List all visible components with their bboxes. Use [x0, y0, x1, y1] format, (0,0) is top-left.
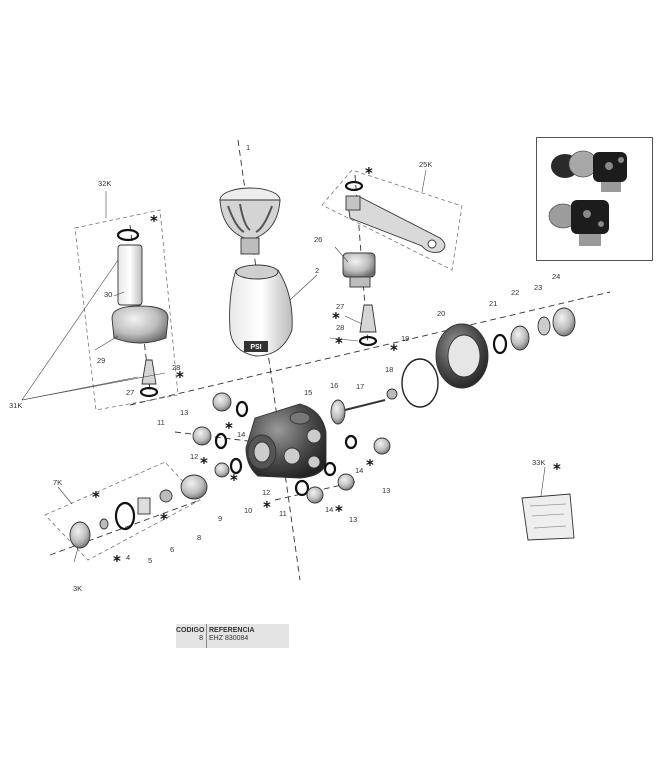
part-label: 28 — [172, 363, 180, 372]
code-reference-table: CODIGO 8 REFERENCIA EHZ 830084 — [176, 624, 289, 648]
asterisk-marker: * — [335, 502, 343, 520]
part-label: 1 — [246, 143, 250, 152]
asterisk-markers: * * * * * * * * * * * * * * * * — [92, 164, 561, 570]
kit-box-25k — [321, 169, 463, 271]
asterisk-marker: * — [230, 471, 238, 489]
part-label: 12 — [190, 452, 198, 461]
part-label: 25K — [419, 160, 432, 169]
part-label: 9 — [218, 514, 222, 523]
reference-value: EHZ 830084 — [209, 635, 249, 642]
asterisk-marker: * — [332, 309, 340, 327]
part-label: 27 — [126, 388, 134, 397]
right-ports — [294, 434, 391, 504]
part-label: 3K — [73, 584, 82, 593]
part-label: 27 — [336, 302, 344, 311]
product-photo-inset — [536, 137, 653, 261]
asterisk-marker: * — [92, 488, 100, 506]
part-label: 22 — [511, 288, 519, 297]
axis-main-diagonal — [129, 291, 611, 406]
psi-marking: PSI — [250, 344, 261, 351]
asterisk-marker: * — [553, 460, 561, 478]
part-label: 10 — [244, 506, 252, 515]
axis-left-ports — [174, 431, 281, 446]
valve-photo-illustration — [548, 150, 627, 246]
part-21-24-seat — [492, 307, 576, 355]
asterisk-marker: * — [263, 498, 271, 516]
part-label: 5 — [148, 556, 152, 565]
lower-left-kit — [69, 474, 208, 549]
part-26-nut — [342, 252, 376, 288]
part-label: 2 — [315, 266, 319, 275]
asterisk-marker: * — [176, 368, 184, 386]
asterisk-marker: * — [365, 164, 373, 182]
asterisk-marker: * — [150, 212, 158, 230]
part-label: 18 — [385, 365, 393, 374]
part-label: 17 — [356, 382, 364, 391]
part-labels: 1 2 4 5 6 8 9 10 11 11 12 12 13 13 13 14… — [9, 143, 560, 593]
part-label: 15 — [304, 388, 312, 397]
part-label: 11 — [279, 509, 287, 518]
part-33k-bag — [521, 493, 575, 541]
part-label: 26 — [314, 235, 322, 244]
part-label: 29 — [97, 356, 105, 365]
part-label: 16 — [330, 381, 338, 390]
kit-box-7k — [44, 461, 201, 561]
asterisk-marker: * — [225, 419, 233, 437]
part-label: 21 — [489, 299, 497, 308]
asterisk-marker: * — [113, 552, 121, 570]
code-value: 8 — [199, 635, 203, 642]
part-label: 20 — [437, 309, 445, 318]
part-label: 14 — [325, 505, 333, 514]
asterisk-marker: * — [160, 510, 168, 528]
part-16-19-stem — [330, 358, 439, 425]
part-25k-yoke — [344, 180, 446, 253]
asterisk-marker: * — [200, 454, 208, 472]
part-label: 32K — [98, 179, 111, 188]
leader-lines — [21, 169, 546, 563]
part-label: 12 — [262, 488, 270, 497]
part-label: 6 — [170, 545, 174, 554]
reference-column: REFERENCIA EHZ 830084 — [209, 624, 289, 648]
code-column: CODIGO 8 — [176, 624, 207, 648]
part-label: 19 — [401, 334, 409, 343]
part-15-valve-body — [245, 403, 327, 479]
part-label: 23 — [534, 283, 542, 292]
part-2-bonnet: PSI — [229, 264, 293, 357]
part-32k-din — [111, 228, 169, 398]
part-label: 14 — [237, 430, 245, 439]
kit-box-32k — [74, 209, 179, 411]
part-label: 31K — [9, 401, 22, 410]
reference-header: REFERENCIA — [209, 627, 255, 634]
axis-lower-left — [49, 499, 201, 556]
asterisk-marker: * — [390, 341, 398, 359]
part-1-handwheel — [219, 187, 281, 255]
part-label: 24 — [552, 272, 560, 281]
part-label: 30 — [104, 290, 112, 299]
asterisk-marker: * — [335, 334, 343, 352]
part-label: 11 — [157, 418, 165, 427]
part-label: 33K — [532, 458, 545, 467]
part-20-bonnet-ring — [435, 323, 489, 389]
part-label: 7K — [53, 478, 62, 487]
asterisk-marker: * — [366, 456, 374, 474]
part-label: 13 — [382, 486, 390, 495]
part-label: 14 — [355, 466, 363, 475]
part-label: 28 — [336, 323, 344, 332]
part-label: 13 — [180, 408, 188, 417]
left-ports — [192, 392, 249, 478]
part-label: 8 — [197, 533, 201, 542]
part-27-28-right — [358, 304, 378, 347]
code-header: CODIGO — [176, 627, 205, 634]
part-label: 4 — [126, 553, 130, 562]
part-label: 13 — [349, 515, 357, 524]
